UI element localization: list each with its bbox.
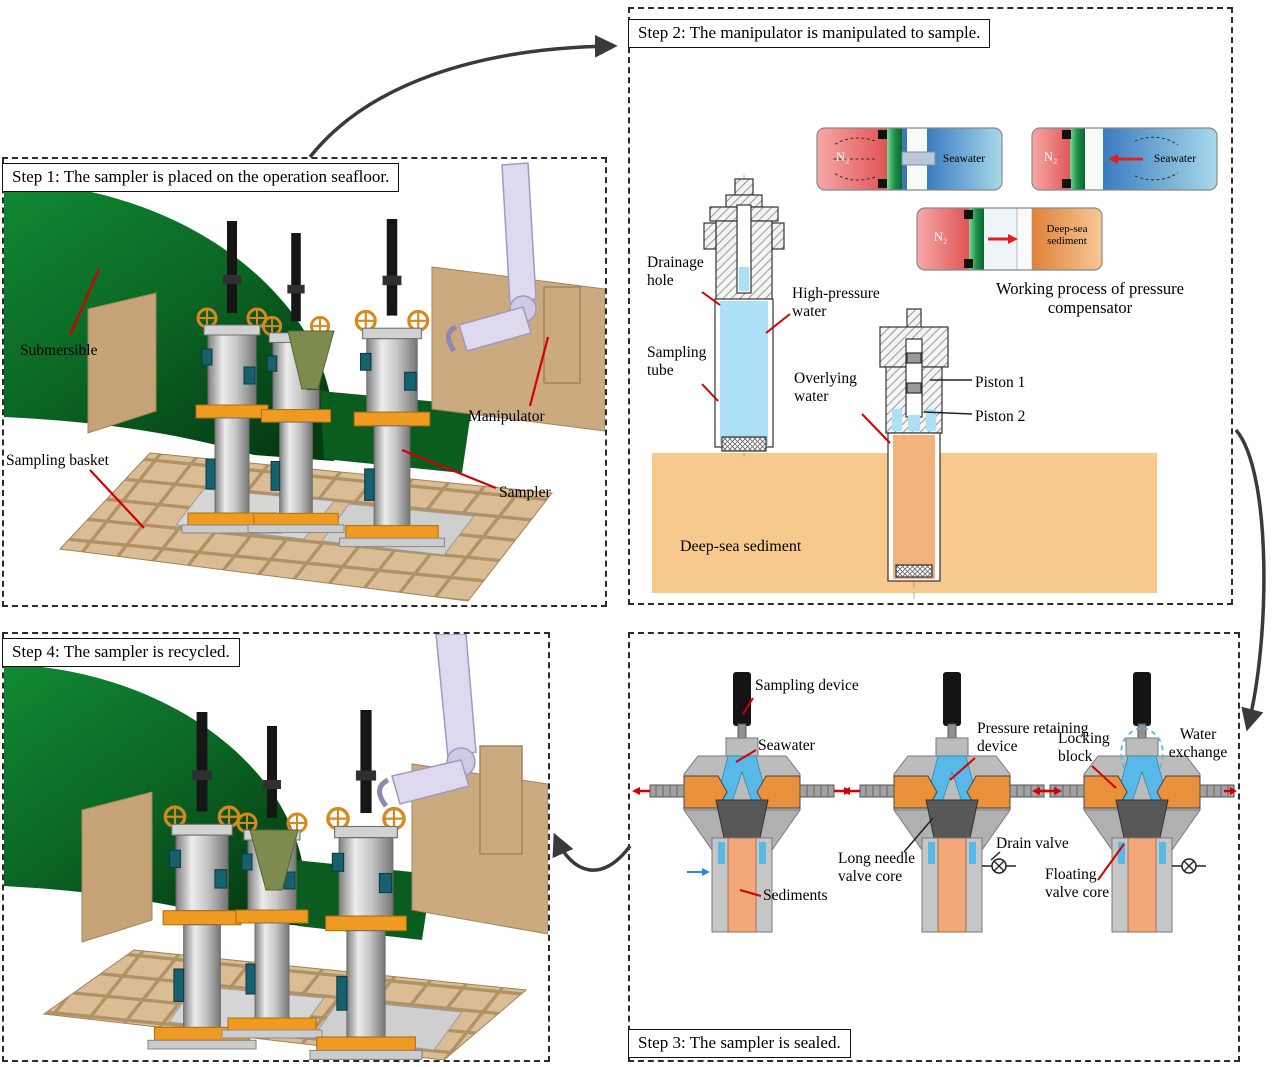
tube-inflow-arrow (687, 868, 710, 876)
step2-scene (652, 127, 1218, 599)
arrow-step3-to-step4 (552, 832, 632, 872)
step3-title: Step 3: The sampler is sealed. (628, 1029, 851, 1058)
sampler-cross-section-right (879, 308, 949, 599)
label-compensator-caption: Working process of pressure compensator (996, 279, 1184, 317)
label-floating-valve-core: Floating valve core (1045, 866, 1110, 901)
step3-pointer-lines-red (735, 697, 1125, 897)
label-overlying-water: Overlying water (794, 370, 857, 405)
step2-pointer-lines-red (701, 291, 891, 444)
label-long-needle-valve-core: Long needle valve core (838, 850, 916, 885)
label-seawater: Seawater (758, 737, 815, 754)
water-exchange-arrows (1120, 727, 1164, 769)
label-seawater-comp2: Seawater (1153, 153, 1197, 165)
label-pressure-retaining-device: Pressure retaining device (977, 720, 1089, 755)
label-n2-comp2: N₂ (1044, 150, 1058, 164)
label-piston-2: Piston 2 (975, 408, 1026, 425)
manipulator-arm (377, 634, 523, 855)
step1-scene (4, 162, 605, 602)
drain-valve-symbol-2 (981, 858, 1017, 874)
compensator-diagram-3 (916, 207, 1103, 271)
label-water-exchange: Water exchange (1168, 726, 1228, 761)
label-seawater-comp1: Seawater (942, 153, 986, 165)
valve-diagram-2 (859, 671, 1045, 933)
label-drainage-hole: Drainage hole (647, 254, 704, 289)
label-n2-comp1: N₂ (836, 150, 850, 164)
label-drain-valve: Drain valve (996, 835, 1069, 852)
step4-title: Step 4: The sampler is recycled. (2, 638, 240, 667)
step1-title: Step 1: The sampler is placed on the ope… (2, 163, 400, 192)
sampler-cross-section-left (703, 175, 785, 461)
label-manipulator: Manipulator (468, 408, 545, 425)
valve-screw-arrowheads (632, 787, 1237, 795)
panel-step1: Step 1: The sampler is placed on the ope… (2, 157, 607, 607)
label-locking-block: Locking block (1058, 730, 1110, 765)
panel-step3: Step 3: The sampler is sealed. Sampling … (628, 632, 1240, 1062)
step4-scene (4, 634, 548, 1060)
label-sampler: Sampler (499, 484, 551, 501)
manipulator-arm (446, 162, 581, 384)
label-sediments: Sediments (763, 887, 828, 904)
step2-title: Step 2: The manipulator is manipulated t… (628, 19, 991, 48)
panel-step2: Step 2: The manipulator is manipulated t… (628, 7, 1233, 605)
step3-pointer-lines-black (903, 817, 1001, 861)
label-n2-comp3: N₂ (934, 230, 948, 244)
sampler-units (180, 217, 447, 549)
step2-pointer-lines-black (923, 379, 973, 415)
label-sampling-basket: Sampling basket (6, 452, 109, 469)
drain-valve-symbol-3 (1171, 858, 1207, 874)
arrow-step2-to-step3 (1234, 428, 1266, 732)
compensator-diagram-2 (1031, 127, 1218, 191)
step3-scene (632, 671, 1237, 933)
compensator-diagram-1 (816, 127, 1003, 191)
label-piston-1: Piston 1 (975, 374, 1026, 391)
label-high-pressure-water: High-pressure water (792, 285, 880, 320)
label-sampling-tube: Sampling tube (647, 344, 707, 379)
sampler-units (146, 708, 424, 1060)
label-deep-sea-sediment: Deep-sea sediment (680, 538, 802, 555)
panel-step4: Step 4: The sampler is recycled. (2, 632, 550, 1062)
label-deep-sea-sediment-comp3: Deep-sea sediment (1046, 223, 1088, 248)
label-submersible: Submersible (20, 342, 98, 359)
arrow-step1-to-step2 (308, 34, 618, 159)
step1-pointer-lines (68, 268, 550, 529)
label-sampling-device: Sampling device (755, 677, 859, 694)
